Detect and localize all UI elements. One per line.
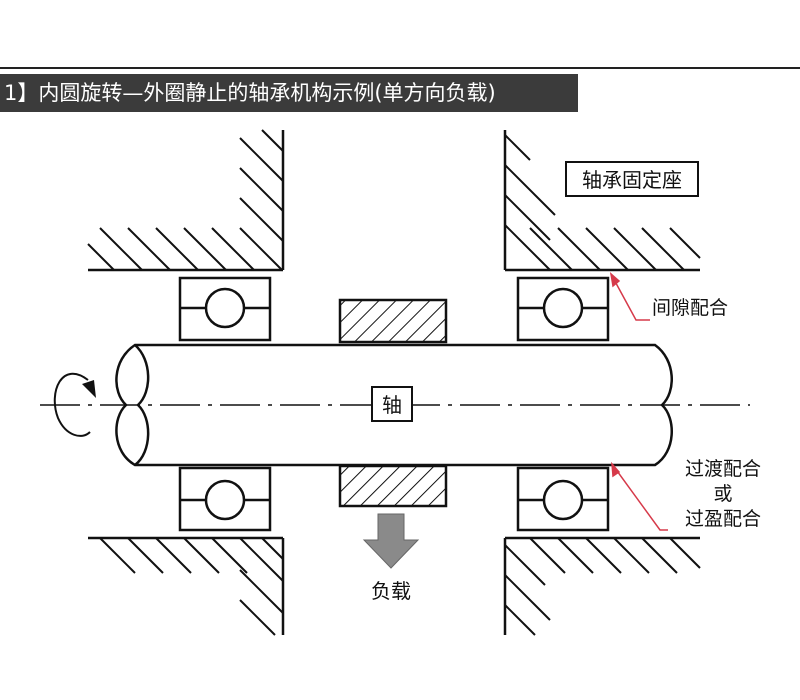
bearing-seat-label-box bbox=[565, 161, 699, 197]
bearing-seat-label: 轴承固定座 bbox=[582, 168, 682, 192]
rotation-arrow-icon bbox=[53, 372, 96, 437]
housing-bottom-right bbox=[503, 536, 701, 636]
bearing-top-left bbox=[178, 276, 272, 342]
housing-bottom-left bbox=[88, 536, 285, 636]
shaft-label: 轴 bbox=[382, 393, 402, 417]
housing-top-right bbox=[503, 130, 701, 272]
load-block-top bbox=[338, 298, 448, 344]
top-rule bbox=[0, 67, 800, 69]
shaft-label-box bbox=[371, 386, 413, 422]
or-label: 或 bbox=[713, 483, 732, 505]
bearing-bottom-right bbox=[516, 466, 610, 532]
clearance-fit-pointer bbox=[609, 272, 650, 321]
load-arrow-icon bbox=[362, 513, 420, 569]
interference-fit-label: 过盈配合 bbox=[685, 508, 761, 530]
transition-fit-pointer bbox=[611, 461, 668, 531]
bearing-bottom-left bbox=[178, 466, 272, 532]
bearing-top-right bbox=[516, 276, 610, 342]
load-label: 负载 bbox=[371, 579, 411, 603]
load-block-bottom bbox=[338, 464, 448, 508]
transition-fit-label: 过渡配合 bbox=[685, 458, 761, 480]
figure-title: 1】内圆旋转—外圈静止的轴承机构示例(单方向负载) bbox=[0, 74, 578, 112]
clearance-fit-label: 间隙配合 bbox=[652, 297, 728, 319]
housing-top-left bbox=[87, 129, 285, 272]
